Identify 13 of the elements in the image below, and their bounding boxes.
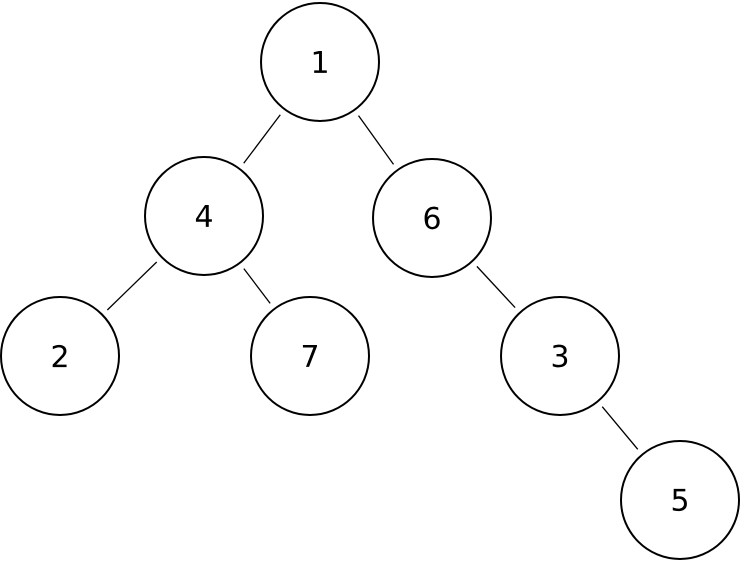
tree-node: 2	[0, 296, 120, 416]
connector-line	[476, 266, 516, 308]
tree-node: 5	[620, 440, 740, 560]
connector-line	[602, 406, 638, 450]
connector-line	[358, 115, 394, 165]
connector-line	[106, 262, 158, 310]
tree-node: 3	[500, 296, 620, 416]
connector-line	[243, 268, 271, 304]
tree-node: 4	[144, 156, 264, 276]
connector-line	[243, 114, 281, 164]
tree-node: 7	[250, 296, 370, 416]
tree-node: 6	[372, 158, 492, 278]
tree-node: 1	[260, 2, 380, 122]
